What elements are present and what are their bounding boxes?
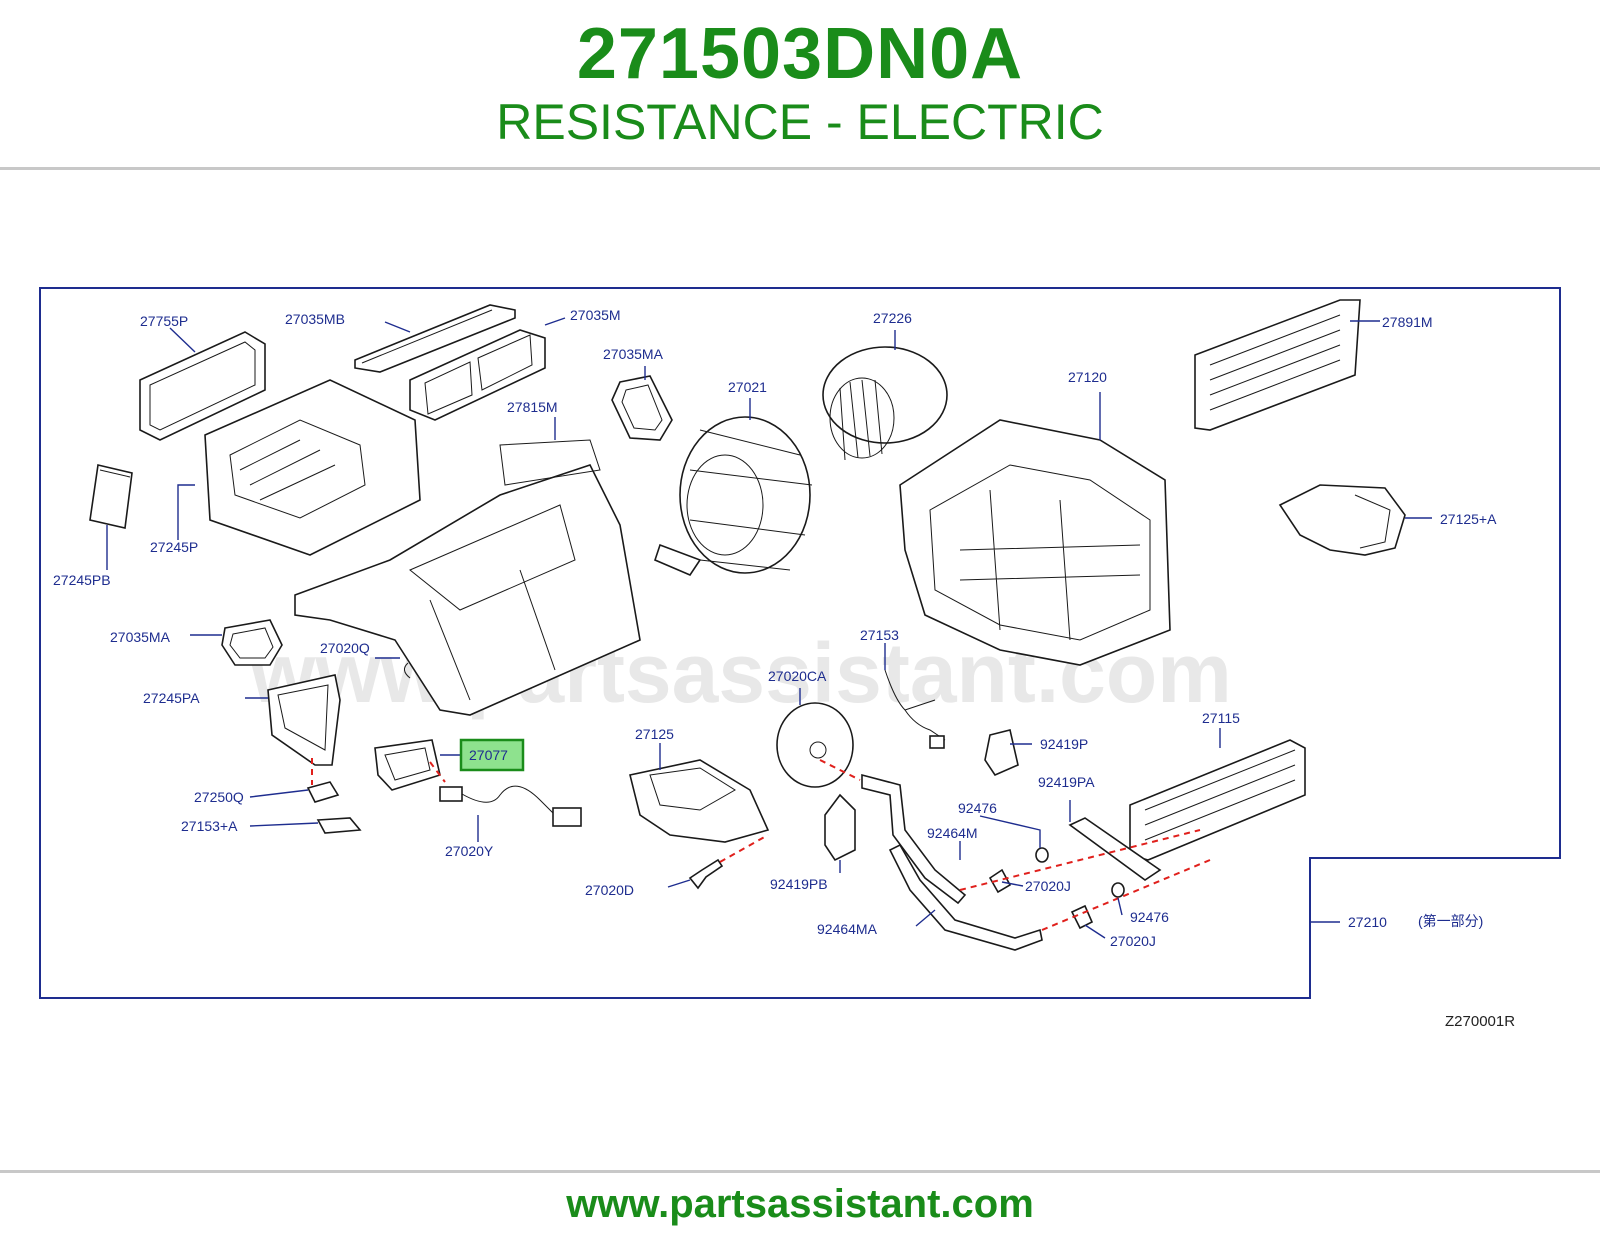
callout-92419P[interactable]: 92419P <box>1040 736 1088 752</box>
callout-27020J-upper[interactable]: 27020J <box>1025 878 1071 894</box>
callout-27125+A[interactable]: 27125+A <box>1440 511 1497 527</box>
part-description: RESISTANCE - ELECTRIC <box>496 94 1104 150</box>
part-27035MA-seal-upper[interactable] <box>611 375 673 441</box>
diagram-note: (第一部分) <box>1418 913 1483 929</box>
assembly-line-cover <box>819 759 861 781</box>
parts-diagram: www.partsassistant.com <box>39 287 1561 1030</box>
assembly-line-pipe-upper <box>959 829 1201 891</box>
callout-27210[interactable]: 27210 <box>1348 914 1387 930</box>
callout-27120[interactable]: 27120 <box>1068 369 1107 385</box>
callout-92419PB[interactable]: 92419PB <box>770 876 828 892</box>
part-92419PA-plate[interactable] <box>1068 817 1162 881</box>
part-27077-resistor[interactable] <box>374 739 441 791</box>
part-92464MA-pipe[interactable] <box>888 843 1043 951</box>
part-27153-harness[interactable] <box>884 669 946 749</box>
part-27153+A-sensor[interactable] <box>316 817 362 834</box>
callout-27020Y[interactable]: 27020Y <box>445 843 494 859</box>
callout-27021[interactable]: 27021 <box>728 379 767 395</box>
callout-27815M[interactable]: 27815M <box>507 399 558 415</box>
part-92419PB-bracket[interactable] <box>824 793 856 862</box>
assembly-line-resistor <box>429 761 446 783</box>
part-92419P-clamp[interactable] <box>984 729 1019 777</box>
callout-27153[interactable]: 27153 <box>860 627 899 643</box>
callout-27020D[interactable]: 27020D <box>585 882 634 898</box>
page-header: 271503DN0A RESISTANCE - ELECTRIC <box>0 0 1600 168</box>
part-27226-blower[interactable] <box>822 346 948 461</box>
part-27035MB-seal[interactable] <box>354 304 516 373</box>
callout-92464MA[interactable]: 92464MA <box>817 921 878 937</box>
part-27245P-housing[interactable] <box>204 379 421 556</box>
part-27035MA-seal-lower[interactable] <box>221 619 283 666</box>
top-divider <box>0 167 1600 170</box>
callout-27020CA[interactable]: 27020CA <box>768 668 827 684</box>
bottom-divider <box>0 1170 1600 1173</box>
callout-27035MA-upper[interactable]: 27035MA <box>603 346 664 362</box>
part-27021-fan-housing[interactable] <box>654 416 813 576</box>
callout-27245PA[interactable]: 27245PA <box>143 690 200 706</box>
part-27815M-duct[interactable] <box>294 439 641 716</box>
part-number-title: 271503DN0A <box>576 14 1024 94</box>
part-27020J-clip-upper[interactable] <box>988 868 1012 894</box>
callout-27115[interactable]: 27115 <box>1202 710 1240 726</box>
part-27020Q-clip[interactable] <box>404 662 411 679</box>
part-27125+A-duct[interactable] <box>1278 484 1406 556</box>
assembly-line-pipe-lower <box>1041 859 1211 931</box>
callout-27226[interactable]: 27226 <box>873 310 912 326</box>
part-27115-heater-core[interactable] <box>1129 739 1306 861</box>
callout-27250Q[interactable]: 27250Q <box>194 789 244 805</box>
callout-27755P[interactable]: 27755P <box>140 313 188 329</box>
callout-27020J-lower[interactable]: 27020J <box>1110 933 1156 949</box>
highlight-box-27077 <box>459 738 525 772</box>
part-27020Y-harness[interactable] <box>439 785 582 827</box>
callout-27077[interactable]: 27077 <box>469 747 508 763</box>
callout-92476-upper[interactable]: 92476 <box>958 800 997 816</box>
part-92476-oring-upper[interactable] <box>1035 847 1049 863</box>
diagram-code: Z270001R <box>1445 1013 1515 1030</box>
callout-27891M[interactable]: 27891M <box>1382 314 1433 330</box>
callout-27020Q[interactable]: 27020Q <box>320 640 370 656</box>
footer-url[interactable]: www.partsassistant.com <box>566 1182 1034 1226</box>
part-92464M-pipe[interactable] <box>861 773 967 905</box>
part-27125-duct[interactable] <box>629 759 770 843</box>
callout-27035M[interactable]: 27035M <box>570 307 621 323</box>
callout-27035MA-lower[interactable]: 27035MA <box>110 629 171 645</box>
callout-27035MB[interactable]: 27035MB <box>285 311 345 327</box>
part-27245PA-frame[interactable] <box>267 674 341 766</box>
assembly-line-duct <box>719 834 769 863</box>
part-27245PB-filter[interactable] <box>89 464 133 529</box>
diagram-frame <box>39 287 1561 999</box>
part-27250Q-bracket[interactable] <box>306 781 340 803</box>
part-92476-oring-lower[interactable] <box>1111 882 1125 898</box>
part-27891M-filter[interactable] <box>1194 299 1361 431</box>
part-27020D-screw[interactable] <box>688 858 724 890</box>
callout-27153+A[interactable]: 27153+A <box>181 818 238 834</box>
callout-92476-lower[interactable]: 92476 <box>1130 909 1169 925</box>
callout-27245PB[interactable]: 27245PB <box>53 572 111 588</box>
part-27120-heater-unit[interactable] <box>899 419 1171 666</box>
callout-27245P[interactable]: 27245P <box>150 539 198 555</box>
part-27020CA-cover[interactable] <box>776 702 854 788</box>
callout-92419PA[interactable]: 92419PA <box>1038 774 1095 790</box>
callout-92464M[interactable]: 92464M <box>927 825 978 841</box>
part-27755P-frame[interactable] <box>139 331 266 441</box>
callout-27125[interactable]: 27125 <box>635 726 674 742</box>
part-27035M-seal[interactable] <box>409 329 546 421</box>
